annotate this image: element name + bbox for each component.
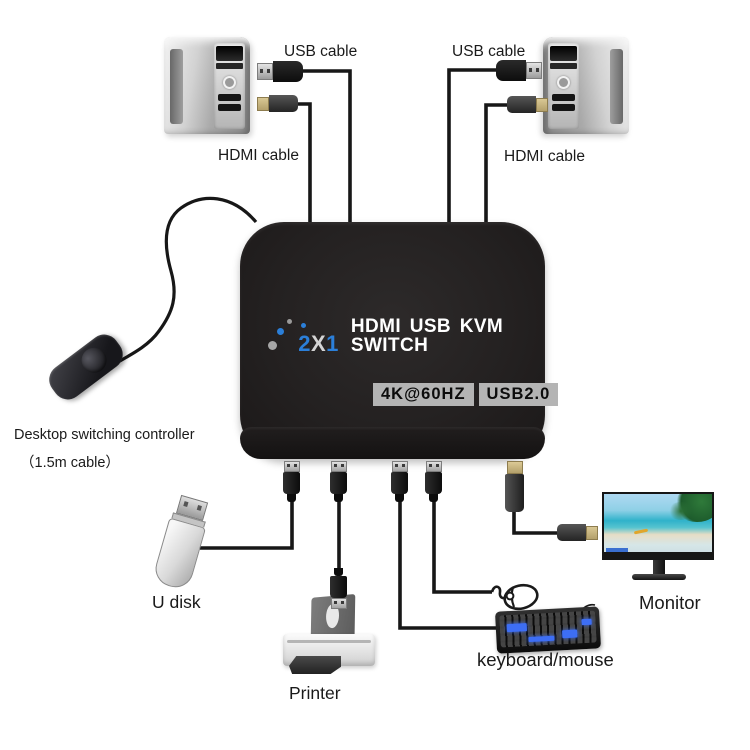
vent-grill: [552, 104, 575, 111]
vent-grill: [218, 104, 241, 111]
vent-grill: [552, 94, 575, 101]
kvm-switch: 2X1 HDMI USB KVM SWITCH 4K@60HZ USB2.0: [240, 222, 559, 459]
printer-top-seam: [287, 640, 371, 643]
label-monitor: Monitor: [639, 592, 701, 613]
monitor-stand-neck: [653, 560, 665, 574]
controller-button: [76, 342, 112, 378]
usb-cable-left-line: [298, 69, 352, 240]
switch-logo-dots-icon: [266, 317, 306, 355]
computer-side-panel: [170, 49, 183, 124]
kvm-brand-row: 2X1 HDMI USB KVM SWITCH: [266, 317, 545, 355]
hdmi-cable-right-line: [484, 103, 510, 240]
controller-cable-line: [117, 196, 258, 364]
label-hdmi-cable-right: HDMI cable: [504, 148, 585, 165]
power-button: [223, 76, 236, 89]
computer-front-panel: [214, 43, 245, 129]
hdmi-connector-left-icon: [257, 95, 298, 112]
hdmi-connector-right-icon: [507, 96, 548, 113]
keyboard-cable-line: [398, 488, 503, 630]
drive-bay: [216, 63, 243, 69]
kayak: [633, 528, 649, 535]
screen-osd-bar: [606, 548, 628, 552]
computer-left: [164, 37, 250, 134]
usb-port2-connector-icon: [330, 461, 347, 502]
palm-trees: [668, 502, 694, 520]
kvm-badges: 4K@60HZ USB2.0: [373, 383, 559, 407]
monitor-cable-line: [512, 512, 560, 535]
label-u-disk: U disk: [152, 592, 201, 612]
usb-port1-connector-icon: [283, 461, 300, 502]
label-printer: Printer: [289, 683, 341, 703]
label-controller-line1: Desktop switching controller: [14, 427, 195, 443]
mouse-icon: [503, 583, 539, 611]
usb-connector-left-icon: [257, 61, 303, 82]
power-button: [557, 76, 570, 89]
usb-cable-right-line: [447, 68, 500, 240]
optical-drive: [550, 46, 577, 61]
label-usb-cable-left: USB cable: [284, 43, 358, 60]
label-usb-cable-right: USB cable: [452, 43, 526, 60]
usb-port3-connector-icon: [391, 461, 408, 502]
kvm-title: HDMI USB KVM SWITCH: [350, 316, 504, 356]
hdmi-out-connector-icon: [505, 461, 524, 512]
badge-usb: USB2.0: [478, 383, 559, 407]
printer: [283, 593, 375, 686]
keyboard: [494, 606, 602, 654]
mouse-cable-line: [432, 488, 492, 594]
monitor-stand-base: [632, 574, 686, 580]
printer-usb-connector-icon: [330, 568, 347, 609]
computer-side-panel: [610, 49, 623, 124]
label-keyboard-mouse: keyboard/mouse: [477, 649, 614, 670]
label-controller-line2: （1.5m cable）: [20, 455, 120, 471]
printer-output-tray: [289, 656, 341, 674]
computer-front-panel: [548, 43, 579, 129]
computer-right: [543, 37, 629, 134]
monitor-screen-beach-image: [602, 492, 714, 560]
optical-drive: [216, 46, 243, 61]
usb-port4-connector-icon: [425, 461, 442, 502]
usb-connector-right-icon: [496, 60, 542, 81]
monitor-hdmi-connector-icon: [557, 524, 598, 541]
badge-resolution: 4K@60HZ: [373, 383, 474, 407]
vent-grill: [218, 94, 241, 101]
logo-2x1: 2X1: [298, 331, 339, 356]
udisk-cable-line: [200, 488, 294, 550]
hdmi-cable-left-line: [294, 102, 312, 240]
monitor: [602, 492, 716, 582]
label-hdmi-cable-left: HDMI cable: [218, 147, 299, 164]
drive-bay: [550, 63, 577, 69]
